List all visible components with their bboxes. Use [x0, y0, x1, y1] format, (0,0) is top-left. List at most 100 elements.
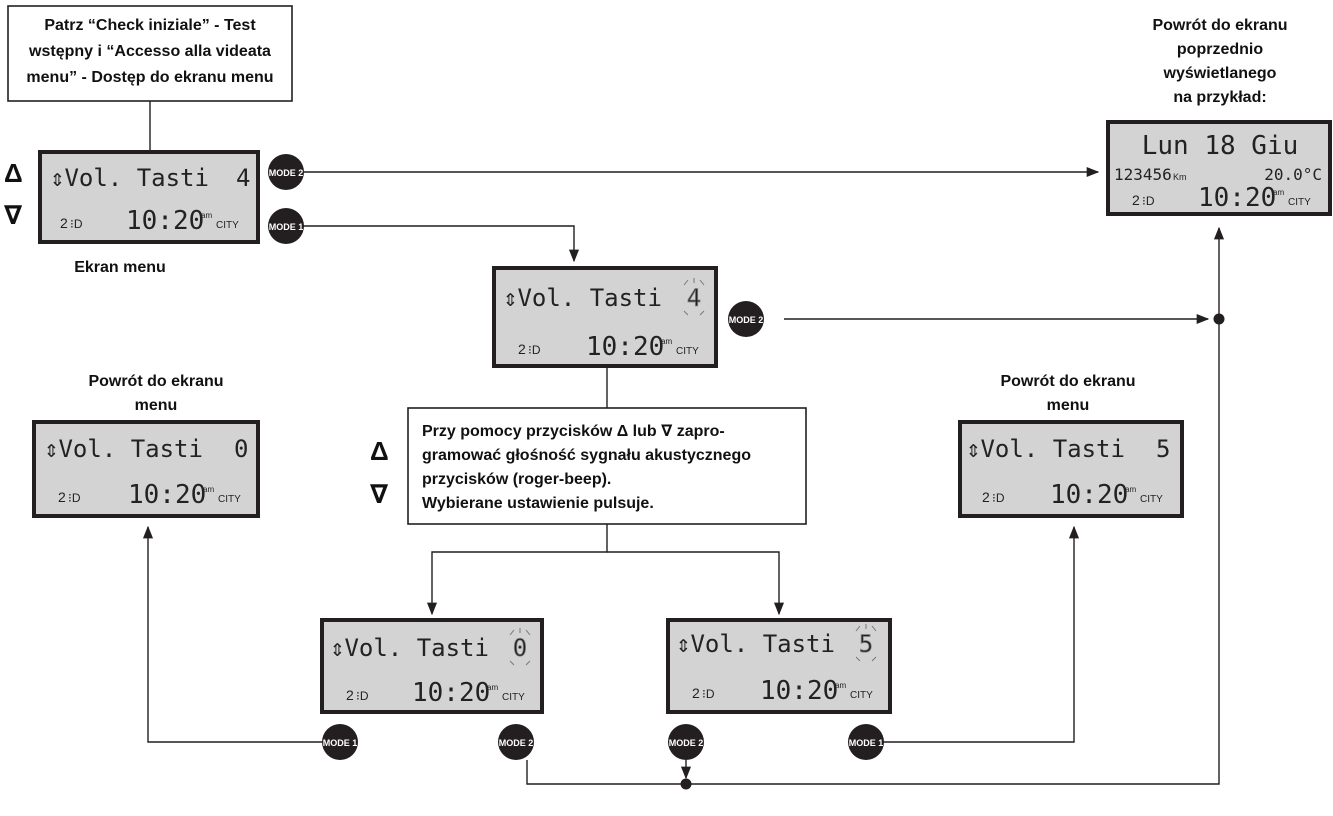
lcd-label: ⇕Vol. Tasti — [44, 435, 203, 463]
mode-label: MODE 1 — [849, 738, 884, 748]
note-line: Wybierane ustawienie pulsuje. — [422, 495, 654, 512]
mode2-button-bottom-left[interactable]: MODE 2 — [498, 724, 534, 760]
note-line: menu — [135, 397, 178, 414]
lcd-left-return-screen: ⇕Vol. Tasti 0 2 ⁝D 10:20 am CITY — [32, 420, 260, 518]
mode-label: MODE 2 — [729, 315, 764, 325]
gear-indicator: 2 — [346, 687, 354, 703]
lcd-value-blinking: 0 — [513, 634, 527, 662]
line-mode2-bl — [526, 760, 686, 785]
lcd-city: CITY — [850, 690, 873, 701]
note-line: Powrót do ekranu — [1152, 17, 1287, 34]
mode1-button-bottom-left[interactable]: MODE 1 — [322, 724, 358, 760]
lcd-label: ⇕Vol. Tasti — [330, 634, 489, 662]
lcd-city: CITY — [502, 692, 525, 703]
arrow-mode1-to-edit — [286, 225, 580, 263]
gear-indicator: 2 — [1132, 192, 1140, 208]
gear-indicator: 2 — [692, 685, 700, 701]
light-icon: ⁝D — [68, 491, 81, 505]
lcd-clock: 10:20 — [1198, 183, 1276, 213]
bottom-return-line — [686, 319, 1220, 785]
junction-dot-right — [1213, 313, 1225, 325]
lcd-clock: 10:20 — [1050, 480, 1128, 510]
lcd-am: am — [487, 683, 498, 692]
mode-label: MODE 1 — [269, 222, 304, 232]
note-line: poprzednio — [1177, 41, 1263, 58]
note-line: menu — [1047, 397, 1090, 414]
lcd-city: CITY — [218, 494, 241, 505]
junction-dot-bottom — [680, 778, 692, 790]
lcd-bottom-right-screen: ⇕Vol. Tasti 5 2 ⁝D 10:20 am CITY — [666, 618, 892, 714]
lcd-am: am — [661, 337, 672, 346]
light-icon: ⁝D — [70, 217, 83, 231]
note-line: Powrót do ekranu — [1000, 373, 1135, 390]
arrow-mode1-bl-to-left — [142, 525, 330, 743]
lcd-temperature: 20.0°C — [1264, 165, 1322, 184]
arrow-split-left — [426, 524, 608, 616]
down-arrow-icon: ∇ — [4, 200, 23, 230]
mode-label: MODE 2 — [269, 168, 304, 178]
blink-icon — [509, 628, 531, 666]
mode1-button-top[interactable]: MODE 1 — [268, 208, 304, 244]
lcd-menu-screen: ⇕Vol. Tasti 4 2 ⁝D 10:20 am CITY — [38, 150, 260, 244]
light-icon: ⁝D — [702, 687, 715, 701]
mode-label: MODE 1 — [323, 738, 358, 748]
gear-indicator: 2 — [60, 215, 68, 231]
lcd-label: ⇕Vol. Tasti — [503, 284, 662, 312]
mode2-button-top[interactable]: MODE 2 — [268, 154, 304, 190]
lcd-city: CITY — [216, 220, 239, 231]
note-box-top-left: Patrz “Check iniziale” - Test wstępny i … — [7, 5, 293, 102]
arrow-mode1-br-to-right — [876, 525, 1080, 743]
note-box-center: Przy pomocy przycisków Δ lub ∇ zapro- gr… — [407, 407, 807, 525]
lcd-right-return-screen: ⇕Vol. Tasti 5 2 ⁝D 10:20 am CITY — [958, 420, 1184, 518]
lcd-km: Km — [1173, 172, 1187, 182]
lcd-label: ⇕Vol. Tasti — [966, 435, 1125, 463]
lcd-clock: 10:20 — [128, 480, 206, 510]
lcd-date: Lun 18 Giu — [1142, 131, 1299, 161]
note-line: menu” - Dostęp do ekranu menu — [26, 69, 273, 86]
lcd-clock: 10:20 — [760, 676, 838, 706]
up-arrow-icon: Δ — [4, 158, 23, 188]
lcd-value-blinking: 5 — [859, 630, 873, 658]
light-icon: ⁝D — [528, 343, 541, 357]
light-icon: ⁝D — [1142, 194, 1155, 208]
lcd-edit-screen: ⇕Vol. Tasti 4 2 ⁝D 10:20 am CITY — [492, 266, 718, 368]
mode-label: MODE 2 — [499, 738, 534, 748]
note-line: wyświetlanego — [1163, 65, 1277, 82]
lcd-value: 5 — [1156, 435, 1170, 463]
lcd-clock: 10:20 — [412, 678, 490, 708]
menu-caption: Ekran menu — [74, 259, 166, 276]
lcd-am: am — [835, 681, 846, 690]
blink-icon — [855, 624, 877, 662]
lcd-odometer: 123456 — [1114, 165, 1172, 184]
note-line: wstępny i “Accesso alla videata — [28, 43, 271, 60]
lcd-clock: 10:20 — [126, 206, 204, 236]
gear-indicator: 2 — [58, 489, 66, 505]
mode2-button-bottom-right[interactable]: MODE 2 — [668, 724, 704, 760]
lcd-value: 4 — [236, 164, 250, 192]
note-line: przycisków (roger-beep). — [422, 471, 611, 488]
mode1-button-bottom-right[interactable]: MODE 1 — [848, 724, 884, 760]
note-line: na przykład: — [1173, 89, 1266, 106]
lcd-city: CITY — [1140, 494, 1163, 505]
lcd-bottom-left-screen: ⇕Vol. Tasti 0 2 ⁝D 10:20 am CITY — [320, 618, 544, 714]
lcd-previous-screen: Lun 18 Giu 123456 Km 20.0°C 2 ⁝D 10:20 a… — [1106, 120, 1332, 216]
note-top-right: Powrót do ekranu poprzednio wyświetlaneg… — [1152, 17, 1287, 106]
note-line: gramować głośność sygnału akustycznego — [422, 447, 751, 464]
lcd-label: ⇕Vol. Tasti — [676, 630, 835, 658]
up-arrow-icon: Δ — [370, 436, 389, 466]
lcd-am: am — [201, 211, 212, 220]
lcd-am: am — [1125, 485, 1136, 494]
blink-icon — [683, 278, 705, 316]
mode-label: MODE 2 — [669, 738, 704, 748]
note-line: Powrót do ekranu — [88, 373, 223, 390]
light-icon: ⁝D — [356, 689, 369, 703]
lcd-value: 0 — [234, 435, 248, 463]
mode2-button-middle[interactable]: MODE 2 — [728, 301, 764, 337]
light-icon: ⁝D — [992, 491, 1005, 505]
lcd-am: am — [203, 485, 214, 494]
gear-indicator: 2 — [518, 341, 526, 357]
lcd-label: ⇕Vol. Tasti — [50, 164, 209, 192]
lcd-am: am — [1273, 188, 1284, 197]
